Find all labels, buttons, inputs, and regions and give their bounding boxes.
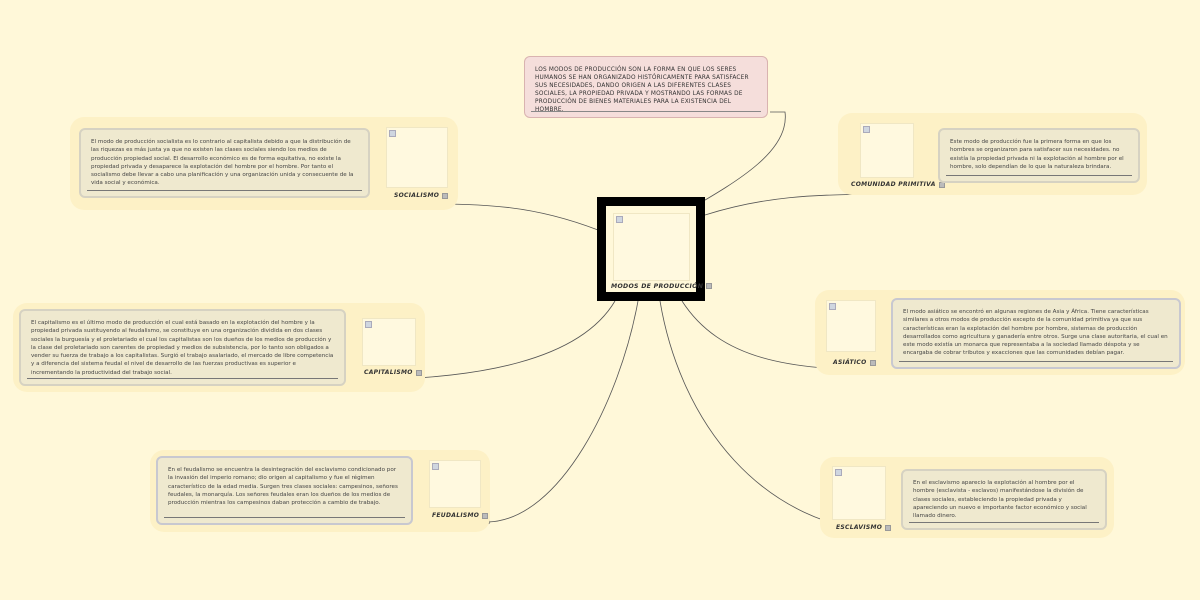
asiatico-text: El modo asiático se encontró en algunas … <box>903 309 1168 357</box>
socialismo-label[interactable]: SOCIALISMO <box>394 192 449 199</box>
expand-icon[interactable] <box>885 524 892 531</box>
central-node[interactable]: MODOS DE PRODUCCIÓN <box>597 197 713 301</box>
socialismo-label-text: SOCIALISMO <box>394 192 440 199</box>
socialismo-text: El modo de producción socialista es lo c… <box>91 139 354 187</box>
top-note-text: LOS MODOS DE PRODUCCIÓN SON LA FORMA EN … <box>535 67 749 113</box>
capitalismo-label[interactable]: CAPITALISMO <box>364 369 422 376</box>
top-note[interactable]: LOS MODOS DE PRODUCCIÓN SON LA FORMA EN … <box>524 56 768 118</box>
capitalismo-image <box>362 318 416 366</box>
central-label-text: MODOS DE PRODUCCIÓN <box>611 283 704 290</box>
capitalismo-label-text: CAPITALISMO <box>364 369 413 376</box>
esclavismo-label-text: ESCLAVISMO <box>836 524 883 531</box>
esclavismo-label[interactable]: ESCLAVISMO <box>836 524 892 531</box>
feudalismo-image <box>429 460 481 508</box>
esclavismo-text: En el esclavismo aparecio la explotación… <box>913 480 1087 520</box>
comunidad-image <box>860 123 914 178</box>
comunidad-text-box: Este modo de producción fue la primera f… <box>938 128 1140 183</box>
expand-icon[interactable] <box>482 512 489 519</box>
feudalismo-text-box: En el feudalismo se encuentra la desinte… <box>156 456 413 525</box>
socialismo-image <box>386 127 448 188</box>
expand-icon[interactable] <box>869 359 876 366</box>
feudalismo-label[interactable]: FEUDALISMO <box>432 512 489 519</box>
connector-feudalismo <box>418 300 639 523</box>
expand-icon[interactable] <box>706 283 713 289</box>
central-label: MODOS DE PRODUCCIÓN <box>611 283 713 290</box>
asiatico-label[interactable]: ASIÁTICO <box>833 359 876 366</box>
expand-icon[interactable] <box>442 192 449 199</box>
capitalismo-text-box: El capitalismo es el último modo de prod… <box>19 309 346 386</box>
esclavismo-image <box>832 466 886 520</box>
feudalismo-text: En el feudalismo se encuentra la desinte… <box>168 467 398 507</box>
comunidad-label-text: COMUNIDAD PRIMITIVA <box>851 181 936 188</box>
esclavismo-text-box: En el esclavismo aparecio la explotación… <box>901 469 1107 530</box>
socialismo-text-box: El modo de producción socialista es lo c… <box>79 128 370 198</box>
expand-icon[interactable] <box>415 369 422 376</box>
connector-top-note <box>687 111 786 211</box>
central-image <box>613 213 690 281</box>
comunidad-text: Este modo de producción fue la primera f… <box>950 139 1124 170</box>
asiatico-label-text: ASIÁTICO <box>833 359 867 366</box>
comunidad-label[interactable]: COMUNIDAD PRIMITIVA <box>851 181 945 188</box>
asiatico-text-box: El modo asiático se encontró en algunas … <box>891 298 1181 369</box>
capitalismo-text: El capitalismo es el último modo de prod… <box>31 320 334 376</box>
asiatico-image <box>826 300 876 352</box>
feudalismo-label-text: FEUDALISMO <box>432 512 480 519</box>
divider <box>531 111 761 112</box>
